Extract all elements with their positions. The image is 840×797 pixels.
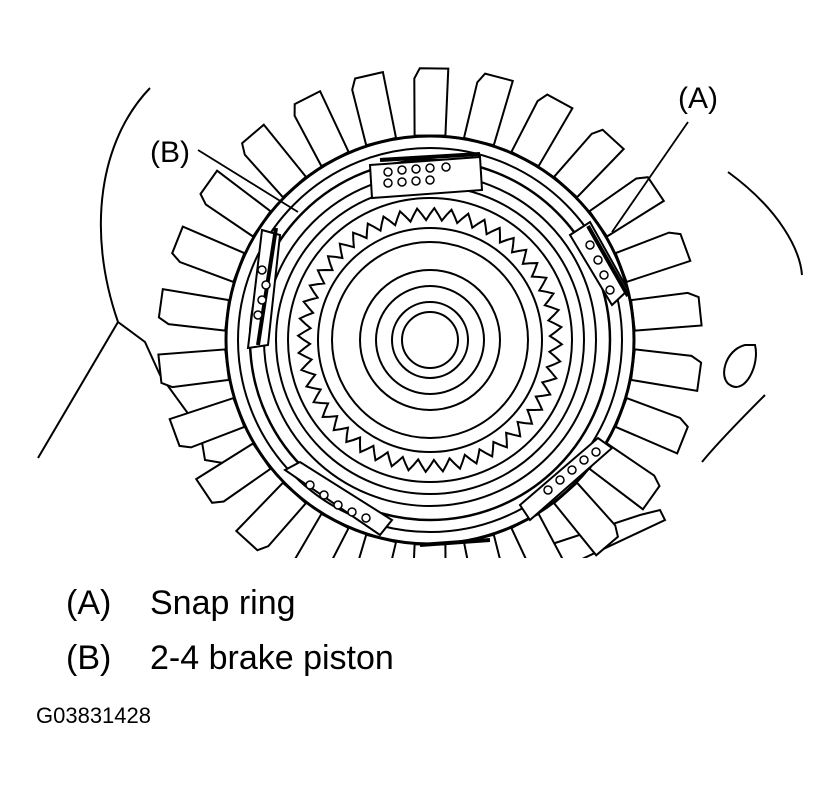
piston-hole	[425, 175, 435, 185]
transmission-drum-illustration	[37, 67, 803, 558]
piston-hole	[579, 455, 589, 465]
piston-holes	[253, 162, 615, 523]
right-housing	[727, 171, 803, 276]
legend-code: (A)	[66, 584, 112, 622]
piston-hole	[397, 177, 407, 187]
piston-hole	[585, 240, 595, 250]
housing-edge	[117, 321, 266, 471]
legend-label: 2-4 brake piston	[150, 639, 394, 677]
piston-hole	[253, 310, 263, 320]
leader-line-a	[611, 121, 689, 233]
inner-gear-teeth	[296, 206, 564, 474]
spline-tooth	[293, 89, 350, 168]
piston-hole	[441, 162, 451, 172]
piston-hole	[411, 164, 421, 174]
callout-a-label: (A)	[678, 82, 718, 115]
spline-tooth	[413, 67, 450, 137]
piston-hole	[599, 270, 609, 280]
spline-tooth	[157, 287, 231, 332]
spline-tooth	[351, 70, 398, 147]
spline-tooth	[462, 72, 515, 147]
piston-hole	[567, 465, 577, 475]
spline-tooth	[614, 396, 689, 455]
piston-hole	[333, 500, 343, 510]
spline-tooth	[629, 348, 703, 393]
piston-hole	[347, 507, 357, 517]
piston-hole	[383, 178, 393, 188]
callout-b-label: (B)	[150, 136, 190, 169]
spline-tooth	[629, 291, 703, 332]
piston-hole	[397, 165, 407, 175]
housing-outline	[99, 87, 151, 323]
legend-item-snap-ring: (A) Snap ring	[66, 584, 296, 622]
piston-hole	[605, 285, 615, 295]
spline-tooth	[168, 396, 246, 449]
spline-teeth	[157, 67, 703, 558]
piston-hole	[305, 480, 315, 490]
spline-tooth	[510, 93, 574, 168]
piston-hole	[411, 176, 421, 186]
housing-leader	[37, 321, 119, 459]
piston-hole	[543, 485, 553, 495]
legend-item-brake-piston: (B) 2-4 brake piston	[66, 639, 394, 677]
right-housing-lower	[723, 344, 757, 388]
piston-hole	[257, 265, 267, 275]
right-housing-edge	[701, 394, 766, 463]
piston-hole	[319, 490, 329, 500]
piston-hole	[257, 295, 267, 305]
spline-tooth	[614, 231, 692, 284]
piston-hole	[425, 163, 435, 173]
legend-code: (B)	[66, 639, 112, 677]
piston-hole	[261, 280, 271, 290]
piston-hole	[591, 447, 601, 457]
legend-label: Snap ring	[150, 584, 296, 622]
piston-hole	[593, 255, 603, 265]
leader-line-b	[197, 149, 299, 213]
figure-id: G03831428	[36, 703, 151, 728]
piston-hole	[383, 167, 393, 177]
spline-tooth	[413, 543, 447, 558]
spline-tooth	[171, 225, 246, 284]
spline-tooth	[157, 348, 231, 389]
piston-hole	[555, 475, 565, 485]
piston-hole	[361, 513, 371, 523]
